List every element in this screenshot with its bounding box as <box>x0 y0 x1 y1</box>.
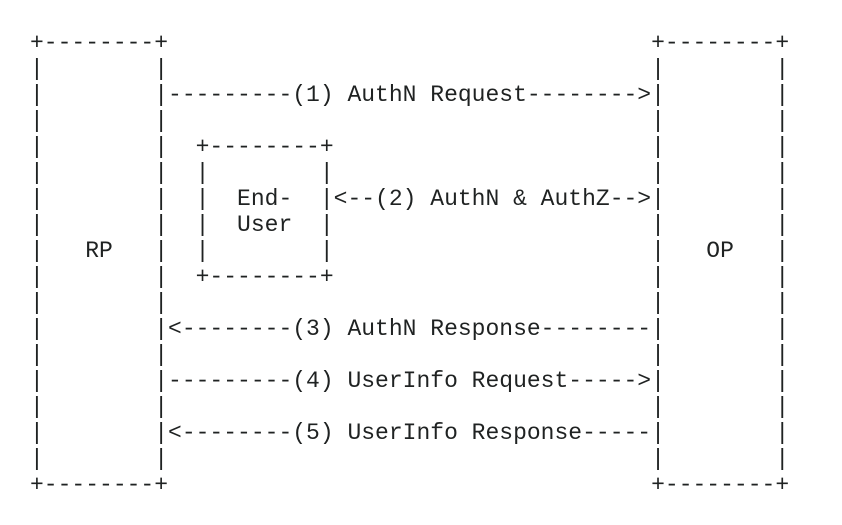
message-4-userinfo-request-arrow <box>168 368 651 394</box>
op-box <box>651 30 789 498</box>
message-1-authn-request-arrow <box>168 82 651 108</box>
message-2-authn-authz-arrow <box>334 186 651 212</box>
message-3-authn-response-arrow <box>168 316 651 342</box>
oidc-protocol-flow-ascii-diagram: +--------+ +--------+ | | | | | |-------… <box>30 30 790 498</box>
message-5-userinfo-response-arrow <box>168 420 651 446</box>
rp-box <box>30 30 168 498</box>
end-user-box <box>196 134 334 290</box>
